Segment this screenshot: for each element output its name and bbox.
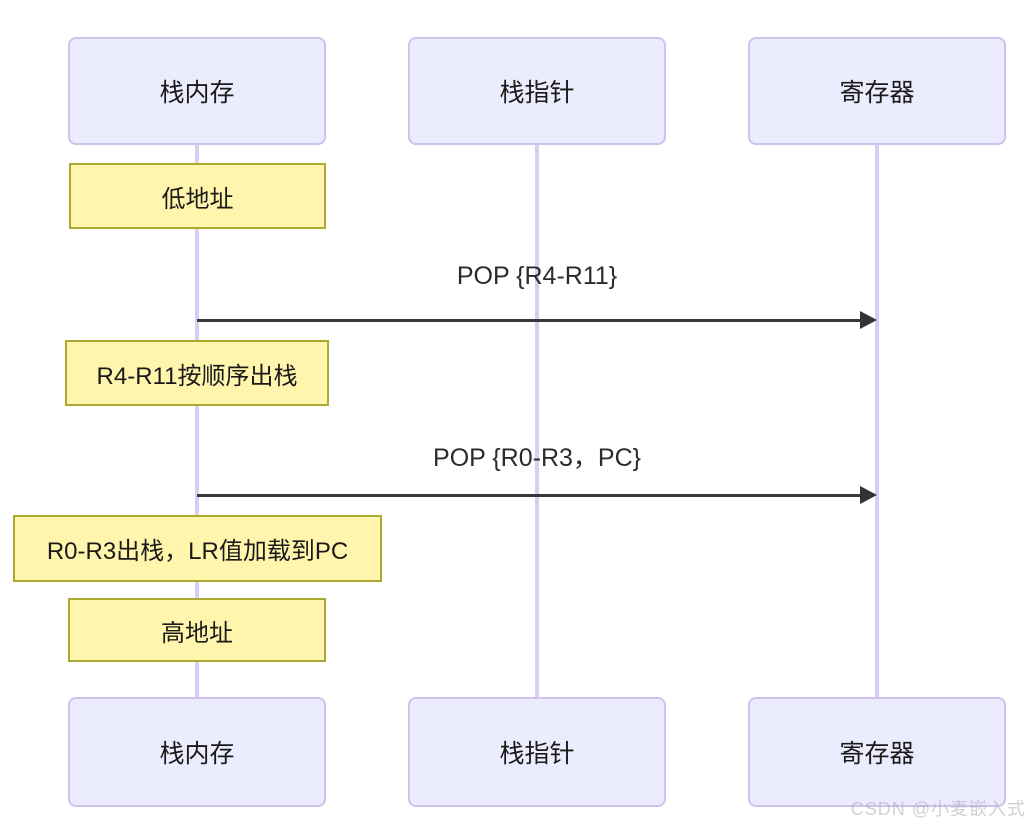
note-label: 低地址 [161,185,234,213]
actor-label: 栈指针 [499,79,575,107]
actor-stack-memory-bottom: 栈内存 [68,697,326,807]
note-label: R4-R11按顺序出栈 [96,362,298,390]
note-low-address: 低地址 [69,163,326,229]
actor-label: 栈内存 [159,740,235,768]
message-arrow-pop-r0-r3-pc [197,494,861,497]
lifeline-registers [875,144,879,700]
actor-registers-top: 寄存器 [748,37,1006,145]
message-label-pop-r4-r11: POP {R4-R11} [456,262,618,290]
actor-label: 寄存器 [839,79,915,107]
arrowhead-icon [860,311,877,329]
actor-label: 栈内存 [159,79,235,107]
actor-stack-pointer-bottom: 栈指针 [408,697,666,807]
message-arrow-pop-r4-r11 [197,319,861,322]
actor-label: 栈指针 [499,740,575,768]
message-label-pop-r0-r3-pc: POP {R0-R3，PC} [433,444,641,472]
lifeline-stack-pointer [535,144,539,700]
note-label: R0-R3出栈，LR值加载到PC [46,538,349,565]
actor-stack-memory-top: 栈内存 [68,37,326,145]
arrowhead-icon [860,486,877,504]
watermark: CSDN @小麦嵌入式 [850,799,1026,819]
lifeline-stack-memory [195,144,199,700]
actor-registers-bottom: 寄存器 [748,697,1006,807]
actor-label: 寄存器 [839,740,915,768]
note-high-address: 高地址 [68,598,326,662]
note-r4-r11-pop-order: R4-R11按顺序出栈 [65,340,329,406]
actor-stack-pointer-top: 栈指针 [408,37,666,145]
note-label: 高地址 [161,619,233,647]
note-r0-r3-pop-lr-to-pc: R0-R3出栈，LR值加载到PC [13,515,382,582]
